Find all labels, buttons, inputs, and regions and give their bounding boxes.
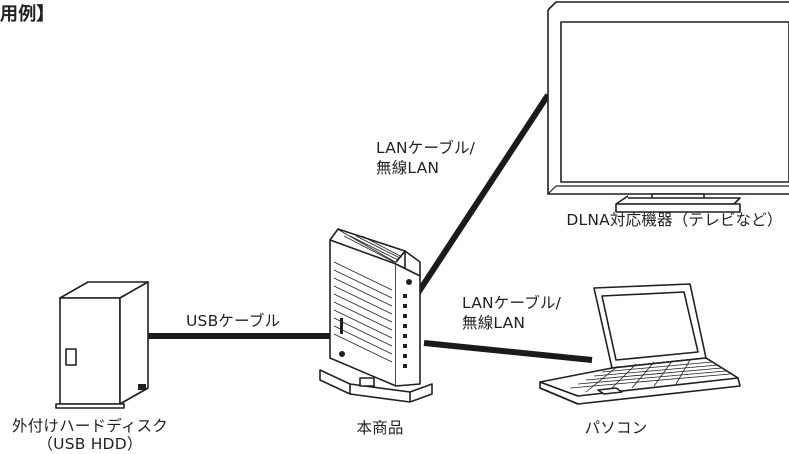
router-device-label: 本商品 (356, 419, 404, 437)
lan-cable-to-tv (409, 93, 551, 304)
pc-device-label: パソコン (584, 419, 648, 437)
hdd-device-label-line2: （USB HDD） (37, 435, 143, 453)
laptop-icon (539, 283, 741, 405)
lan-pc-label-line2: 無線LAN (462, 314, 526, 332)
page-title: 用例】 (0, 4, 55, 25)
usb-cable-label: USBケーブル (186, 312, 281, 330)
tv-icon (547, 1, 789, 213)
lan-pc-label-line1: LANケーブル/ (462, 294, 562, 312)
external-hdd-icon (55, 281, 149, 409)
hdd-device-label-line1: 外付けハードディスク (12, 417, 168, 435)
lan-tv-label-line2: 無線LAN (376, 159, 440, 177)
lan-tv-label-line1: LANケーブル/ (376, 139, 476, 157)
tv-device-label: DLNA対応機器（テレビなど） (566, 211, 783, 229)
lan-cable-to-pc (423, 340, 593, 363)
router-icon (319, 228, 433, 403)
